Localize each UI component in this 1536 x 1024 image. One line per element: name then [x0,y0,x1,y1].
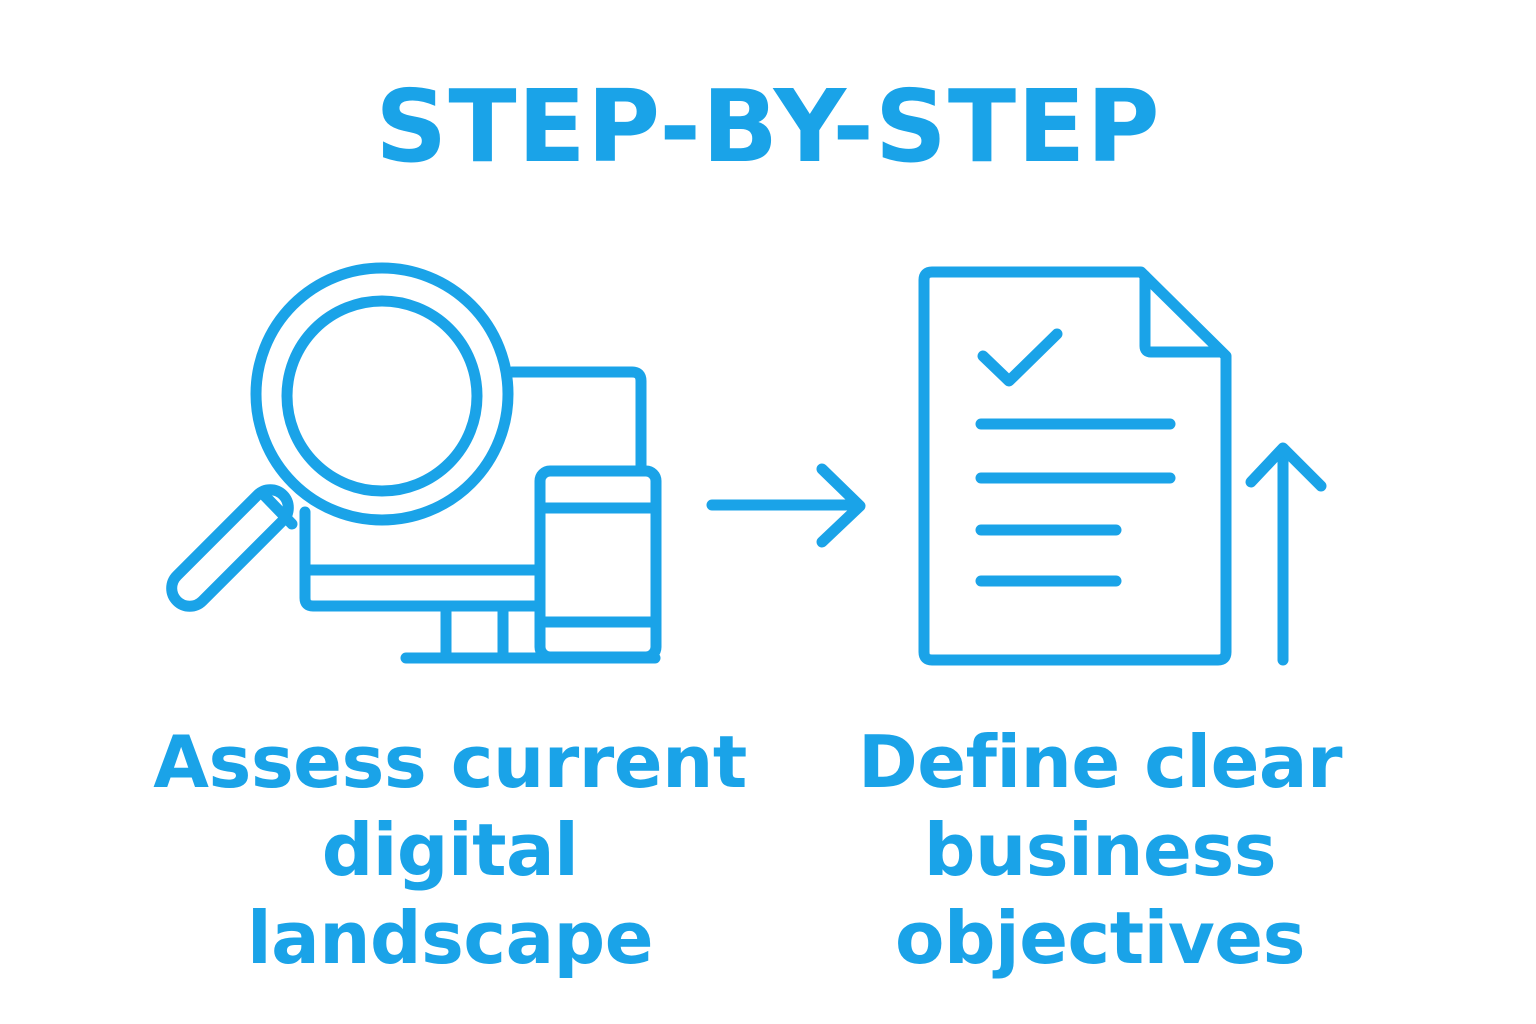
magnifying-glass-icon [166,262,514,612]
step-1-label-line-1: Assess current [153,720,747,804]
step-2-label: Define clear business objectives [840,718,1360,982]
arrow-up-icon [1245,442,1327,666]
step-1-label: Assess current digital landscape [130,718,770,982]
checklist-document-icon [918,266,1232,666]
step-1-label-line-2: digital landscape [246,808,654,980]
step-2-label-line-2: business [923,808,1277,892]
tablet-icon [534,465,662,663]
step-2-label-line-3: objectives [895,896,1305,980]
magnifier-devices-icon [166,262,662,664]
page-title: STEP-BY-STEP [375,68,1161,185]
arrow-right-icon [706,463,866,548]
checkmark-icon [977,328,1063,387]
step-2-label-line-1: Define clear [857,720,1343,804]
